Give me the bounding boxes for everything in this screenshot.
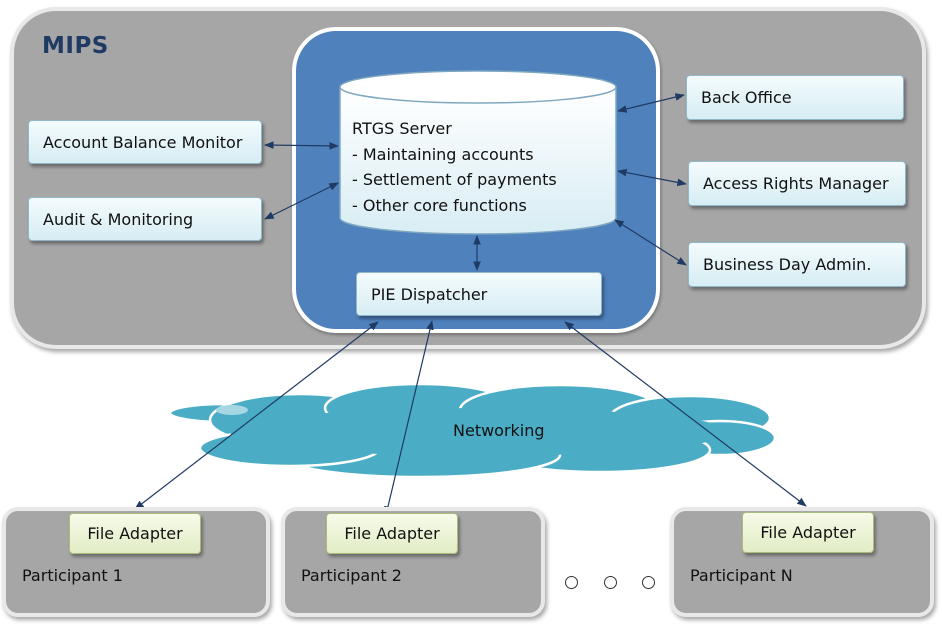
participant-1-label: Participant 1 bbox=[22, 566, 123, 585]
audit-monitoring-box: Audit & Monitoring bbox=[28, 197, 262, 241]
file-adapter-label: File Adapter bbox=[760, 523, 856, 542]
pie-dispatcher-box: PIE Dispatcher bbox=[356, 272, 602, 316]
business-day-admin-box: Business Day Admin. bbox=[688, 242, 906, 287]
participant-n-label: Participant N bbox=[690, 566, 793, 585]
arrow-audit bbox=[264, 182, 339, 220]
file-adapter-label: File Adapter bbox=[87, 524, 183, 543]
account-balance-monitor-box: Account Balance Monitor bbox=[28, 120, 262, 164]
arrow-participant-1 bbox=[134, 321, 379, 510]
business-day-admin-label: Business Day Admin. bbox=[703, 255, 872, 274]
participant-1-panel bbox=[2, 507, 270, 617]
file-adapter-label: File Adapter bbox=[344, 524, 440, 543]
arrow-access-rights bbox=[617, 168, 687, 187]
ellipsis-dot bbox=[642, 576, 655, 589]
arrow-participant-n bbox=[564, 321, 807, 507]
rtgs-server-cylinder bbox=[339, 70, 617, 235]
file-adapter-2-box: File Adapter bbox=[326, 513, 458, 554]
rtgs-server-text: RTGS Server - Maintaining accounts - Set… bbox=[352, 116, 557, 218]
back-office-box: Back Office bbox=[686, 75, 904, 120]
file-adapter-n-box: File Adapter bbox=[742, 512, 874, 553]
arrow-participant-2 bbox=[384, 320, 434, 516]
arrow-business-day bbox=[614, 219, 687, 266]
access-rights-manager-box: Access Rights Manager bbox=[688, 161, 906, 206]
participant-2-label: Participant 2 bbox=[301, 566, 402, 585]
account-balance-monitor-label: Account Balance Monitor bbox=[43, 132, 243, 152]
networking-label: Networking bbox=[453, 421, 545, 440]
audit-monitoring-label: Audit & Monitoring bbox=[43, 209, 194, 229]
ellipsis-dot bbox=[565, 576, 578, 589]
back-office-label: Back Office bbox=[701, 88, 792, 107]
arrow-back-office bbox=[617, 93, 685, 113]
ellipsis-dot bbox=[604, 576, 617, 589]
rtgs-server-line: - Settlement of payments bbox=[352, 170, 557, 189]
pie-dispatcher-label: PIE Dispatcher bbox=[371, 284, 488, 304]
access-rights-manager-label: Access Rights Manager bbox=[703, 174, 889, 193]
mips-title: MIPS bbox=[42, 33, 109, 59]
connector-arrows bbox=[134, 93, 807, 516]
rtgs-server-line: - Other core functions bbox=[352, 195, 527, 215]
rtgs-server-line: - Maintaining accounts bbox=[352, 144, 534, 164]
arrow-account-balance bbox=[264, 141, 339, 150]
file-adapter-1-box: File Adapter bbox=[69, 513, 201, 554]
rtgs-server-title: RTGS Server bbox=[352, 119, 452, 138]
participant-2-panel bbox=[281, 507, 545, 617]
